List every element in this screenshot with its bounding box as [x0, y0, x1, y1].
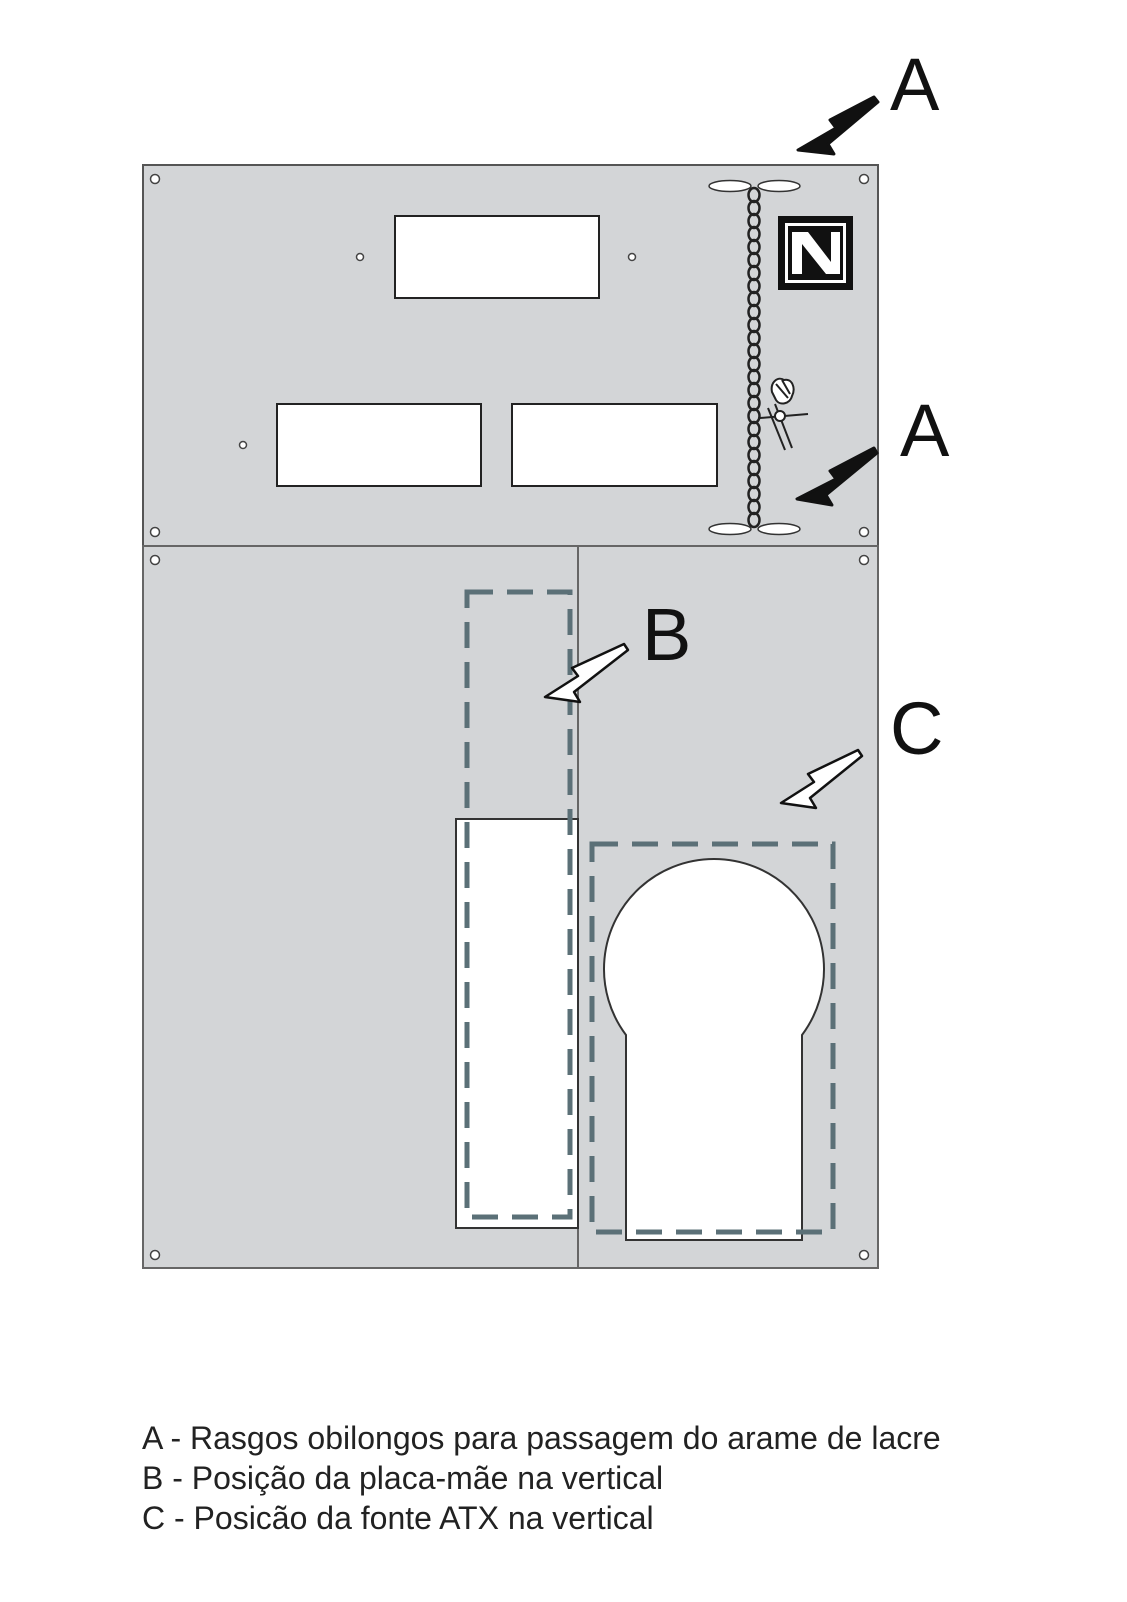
psu-dashed-outline	[589, 841, 836, 1235]
seal-wire-slots	[708, 179, 801, 536]
callout-c: C	[890, 687, 943, 770]
top-cutout	[394, 215, 600, 299]
callout-b: B	[642, 593, 691, 676]
screw-holes	[149, 173, 870, 1261]
psu-fan-cutout	[603, 858, 825, 1241]
panel-diagram: A A B C	[142, 43, 950, 1269]
arrow-c-icon	[779, 748, 864, 810]
legend-item-c: C - Posicão da fonte ATX na vertical	[142, 1500, 654, 1536]
motherboard-dashed-outline	[464, 589, 573, 1220]
arrow-b-icon	[543, 642, 630, 704]
logo-icon	[778, 216, 853, 290]
lower-right-cutout	[511, 403, 718, 487]
seal-wire-chain	[747, 186, 761, 529]
arrow-a-middle-icon	[795, 446, 879, 507]
arrow-a-top-icon	[796, 95, 880, 156]
callout-a-top: A	[890, 43, 940, 126]
motherboard-cutout	[455, 818, 579, 1229]
legend: A - Rasgos obilongos para passagem do ar…	[142, 1418, 941, 1538]
legend-item-a: A - Rasgos obilongos para passagem do ar…	[142, 1420, 941, 1456]
seal-clamp-icon	[759, 377, 809, 451]
callout-a-middle: A	[900, 389, 950, 472]
legend-item-b: B - Posição da placa-mãe na vertical	[142, 1460, 664, 1496]
lower-left-cutout	[276, 403, 482, 487]
chain-link	[747, 511, 761, 529]
